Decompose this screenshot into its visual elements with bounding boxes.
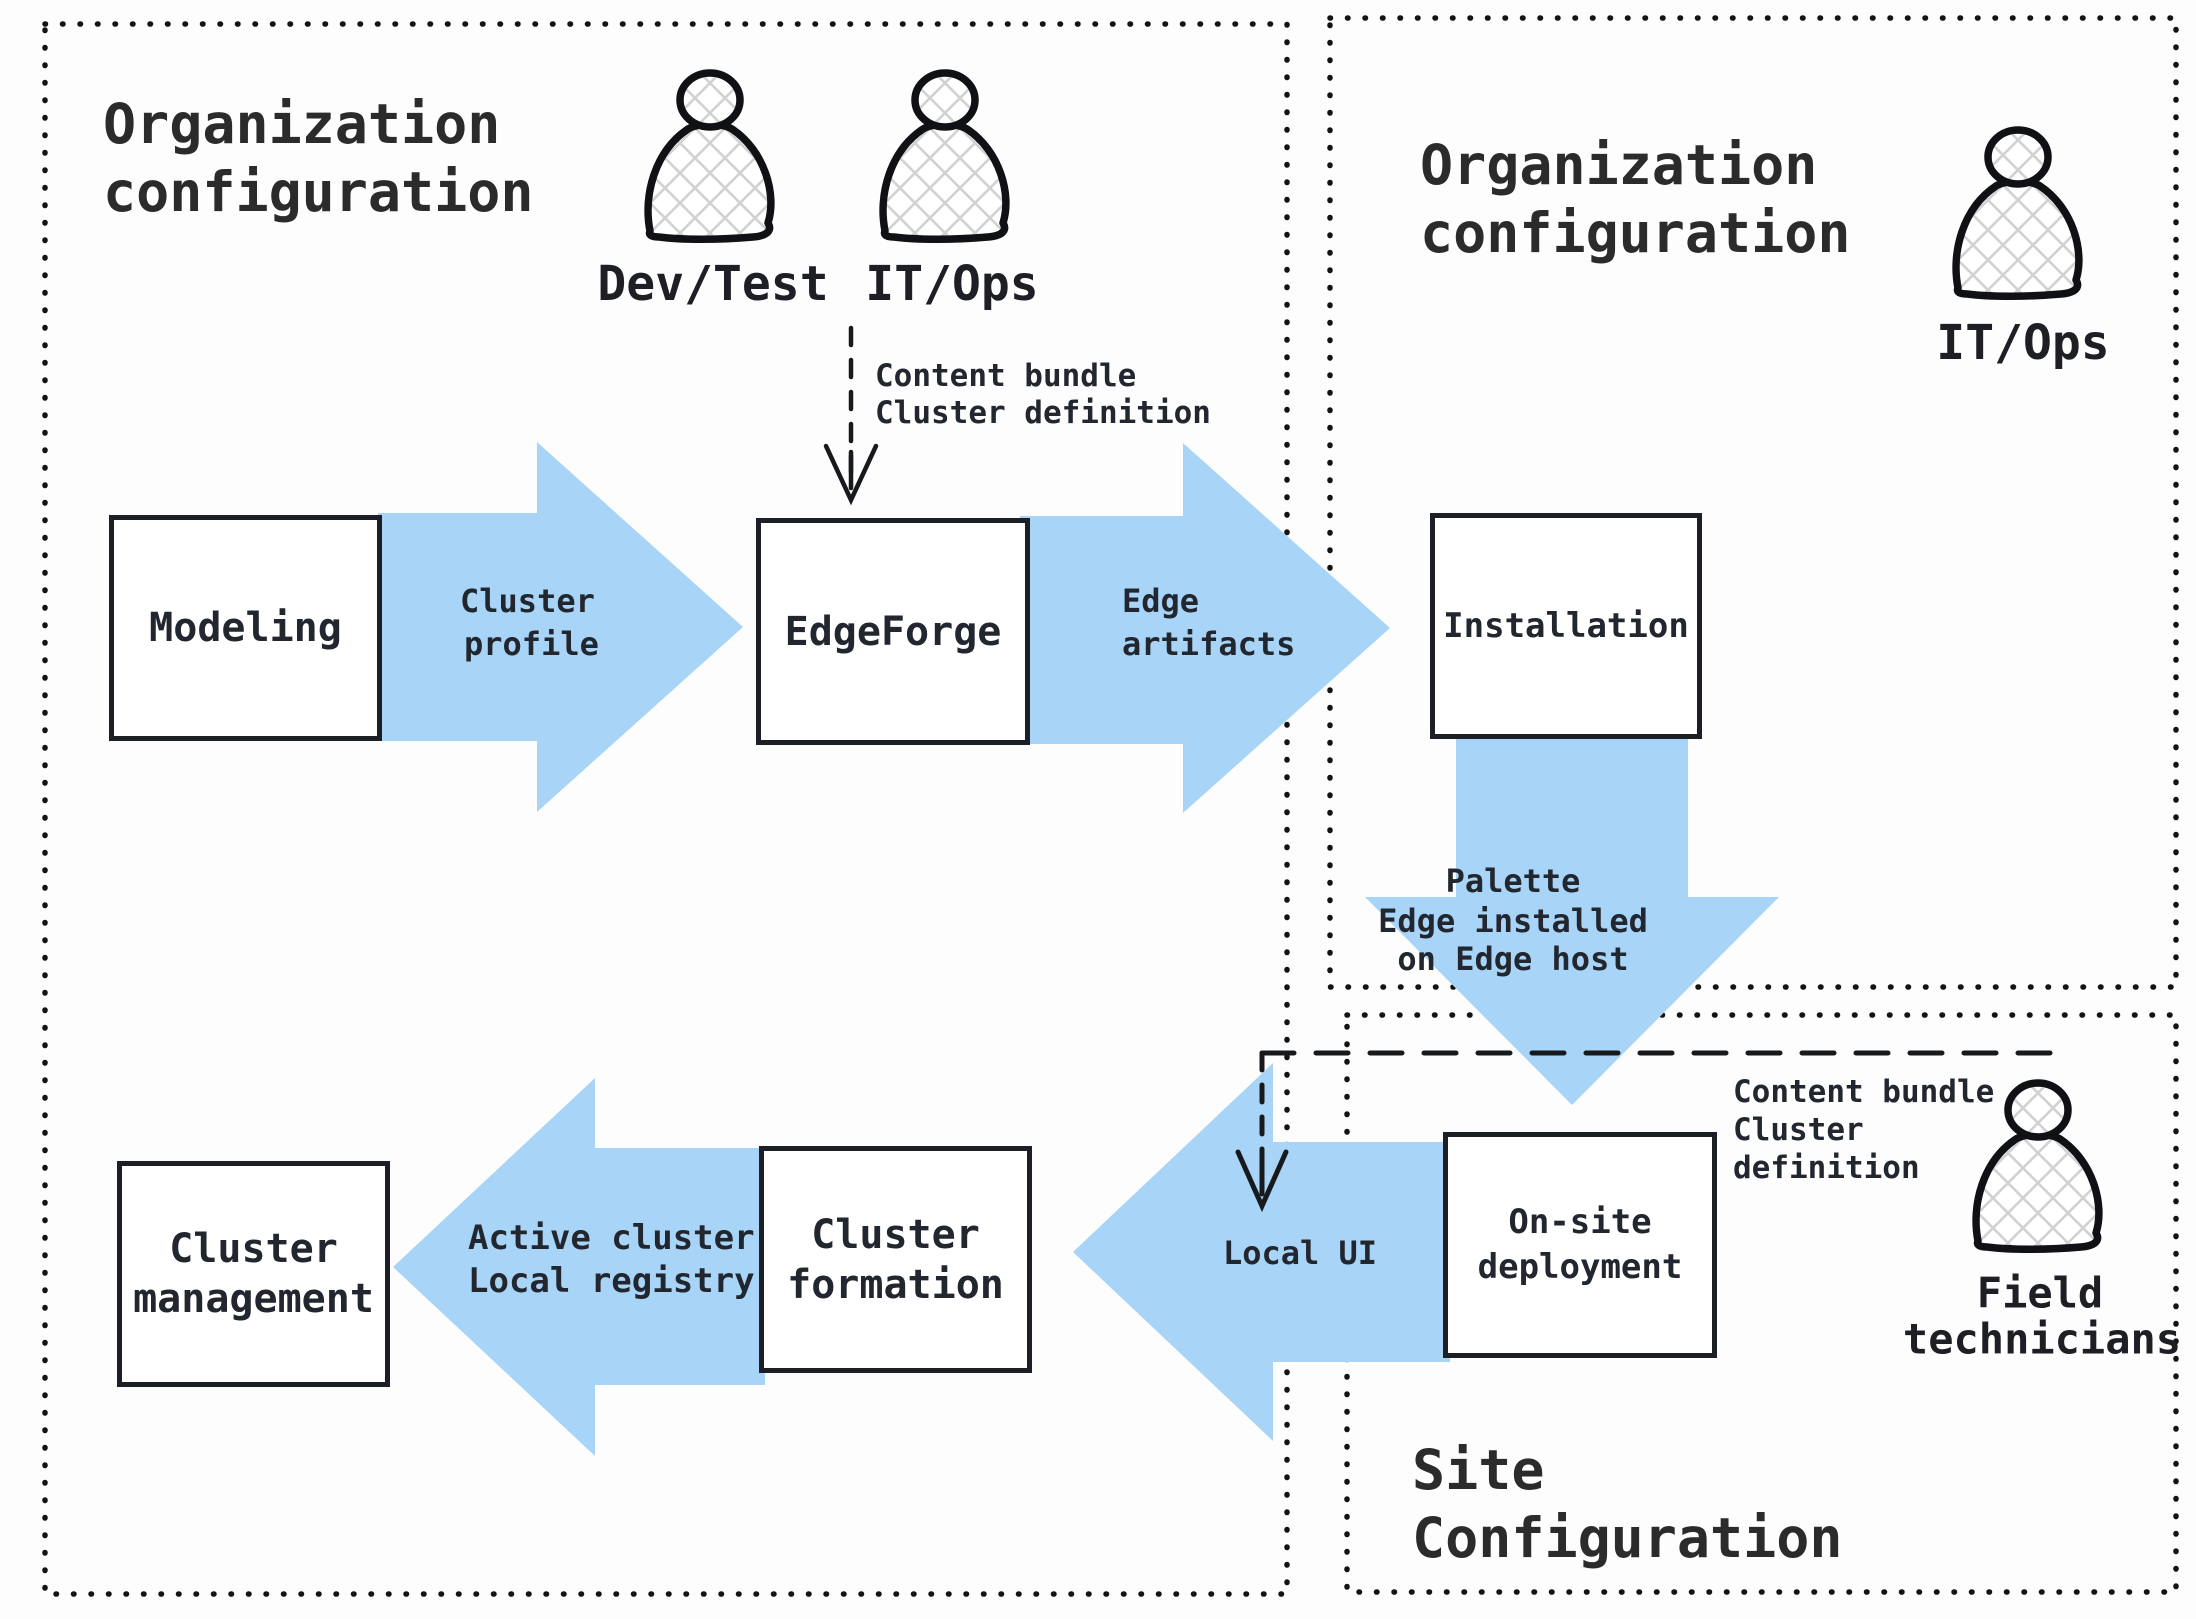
label-edge-artifacts-line1: Edge — [1122, 582, 1200, 620]
box-cluster-management: Cluster management — [117, 1161, 390, 1387]
label-content-bundle-bottom-line2: Cluster — [1733, 1112, 1864, 1148]
label-cluster-profile-line1: Cluster — [460, 582, 595, 620]
box-installation-label: Installation — [1443, 605, 1689, 646]
dashed-arrow-content-bundle — [823, 325, 879, 506]
box-cluster-formation-line1: Cluster — [811, 1211, 980, 1258]
box-cluster-management-line2: management — [133, 1276, 374, 1322]
box-cluster-formation-line2: formation — [787, 1261, 1004, 1308]
label-local-ui: Local UI — [1222, 1234, 1378, 1272]
title-site-configuration-line2: Configuration — [1412, 1506, 1843, 1570]
actor-label-field-technicians-line2: technicians — [1902, 1314, 2182, 1364]
arrow-active-cluster — [393, 1078, 765, 1456]
title-site-configuration-line1: Site — [1412, 1438, 1545, 1502]
box-modeling-label: Modeling — [149, 605, 342, 651]
region-border-site-configuration — [1344, 1012, 2179, 1595]
label-content-bundle-top-line2: Cluster definition — [875, 395, 1211, 431]
region-border-organization-left — [42, 21, 1290, 1597]
arrow-local-ui — [1073, 1063, 1450, 1441]
box-onsite-deployment-line1: On-site — [1508, 1202, 1652, 1242]
title-organization-configuration-right-line1: Organization — [1420, 133, 1818, 197]
person-icon-field-technicians — [1976, 1083, 2099, 1249]
actor-label-it-ops-left: IT/Ops — [865, 256, 1039, 312]
label-content-bundle-bottom-line1: Content bundle — [1733, 1074, 1995, 1110]
arrow-edge-artifacts — [1020, 443, 1390, 813]
actor-label-dev-test: Dev/Test — [597, 256, 829, 312]
label-palette-edge-line2: Edge installed — [1378, 902, 1648, 940]
actor-label-it-ops-right: IT/Ops — [1936, 315, 2110, 371]
actor-label-field-technicians-line1: Field — [1976, 1268, 2104, 1318]
box-onsite-deployment-line2: deployment — [1477, 1247, 1683, 1287]
region-border-organization-right — [1327, 15, 2179, 990]
title-organization-configuration-right-line2: configuration — [1420, 201, 1851, 265]
box-installation: Installation — [1430, 513, 1702, 739]
label-content-bundle-top-line1: Content bundle — [875, 358, 1137, 394]
dashed-arrow-local-ui — [1235, 1050, 2065, 1213]
box-onsite-deployment: On-site deployment — [1443, 1132, 1717, 1358]
box-modeling: Modeling — [109, 515, 382, 741]
box-edgeforge-label: EdgeForge — [784, 608, 1002, 655]
person-icon-it-ops-right — [1956, 130, 2079, 296]
box-cluster-formation: Cluster formation — [759, 1146, 1032, 1373]
title-organization-configuration-left-line2: configuration — [103, 160, 534, 224]
arrow-cluster-profile — [378, 442, 743, 812]
box-cluster-management-line1: Cluster — [169, 1226, 338, 1272]
label-content-bundle-bottom-line3: definition — [1733, 1150, 1920, 1186]
label-active-cluster-line1: Active cluster — [468, 1218, 755, 1258]
label-edge-artifacts-line2: artifacts — [1122, 625, 1296, 663]
person-icon-it-ops-left — [883, 73, 1006, 239]
arrow-palette-edge-installed — [1365, 733, 1779, 1105]
label-active-cluster-line2: Local registry — [468, 1261, 755, 1301]
title-organization-configuration-left-line1: Organization — [103, 92, 501, 156]
label-palette-edge-line3: on Edge host — [1397, 940, 1629, 978]
label-cluster-profile-line2: profile — [464, 625, 599, 663]
person-icon-dev-test — [648, 73, 771, 239]
label-palette-edge-line1: Palette — [1445, 862, 1581, 900]
box-edgeforge: EdgeForge — [756, 518, 1030, 745]
